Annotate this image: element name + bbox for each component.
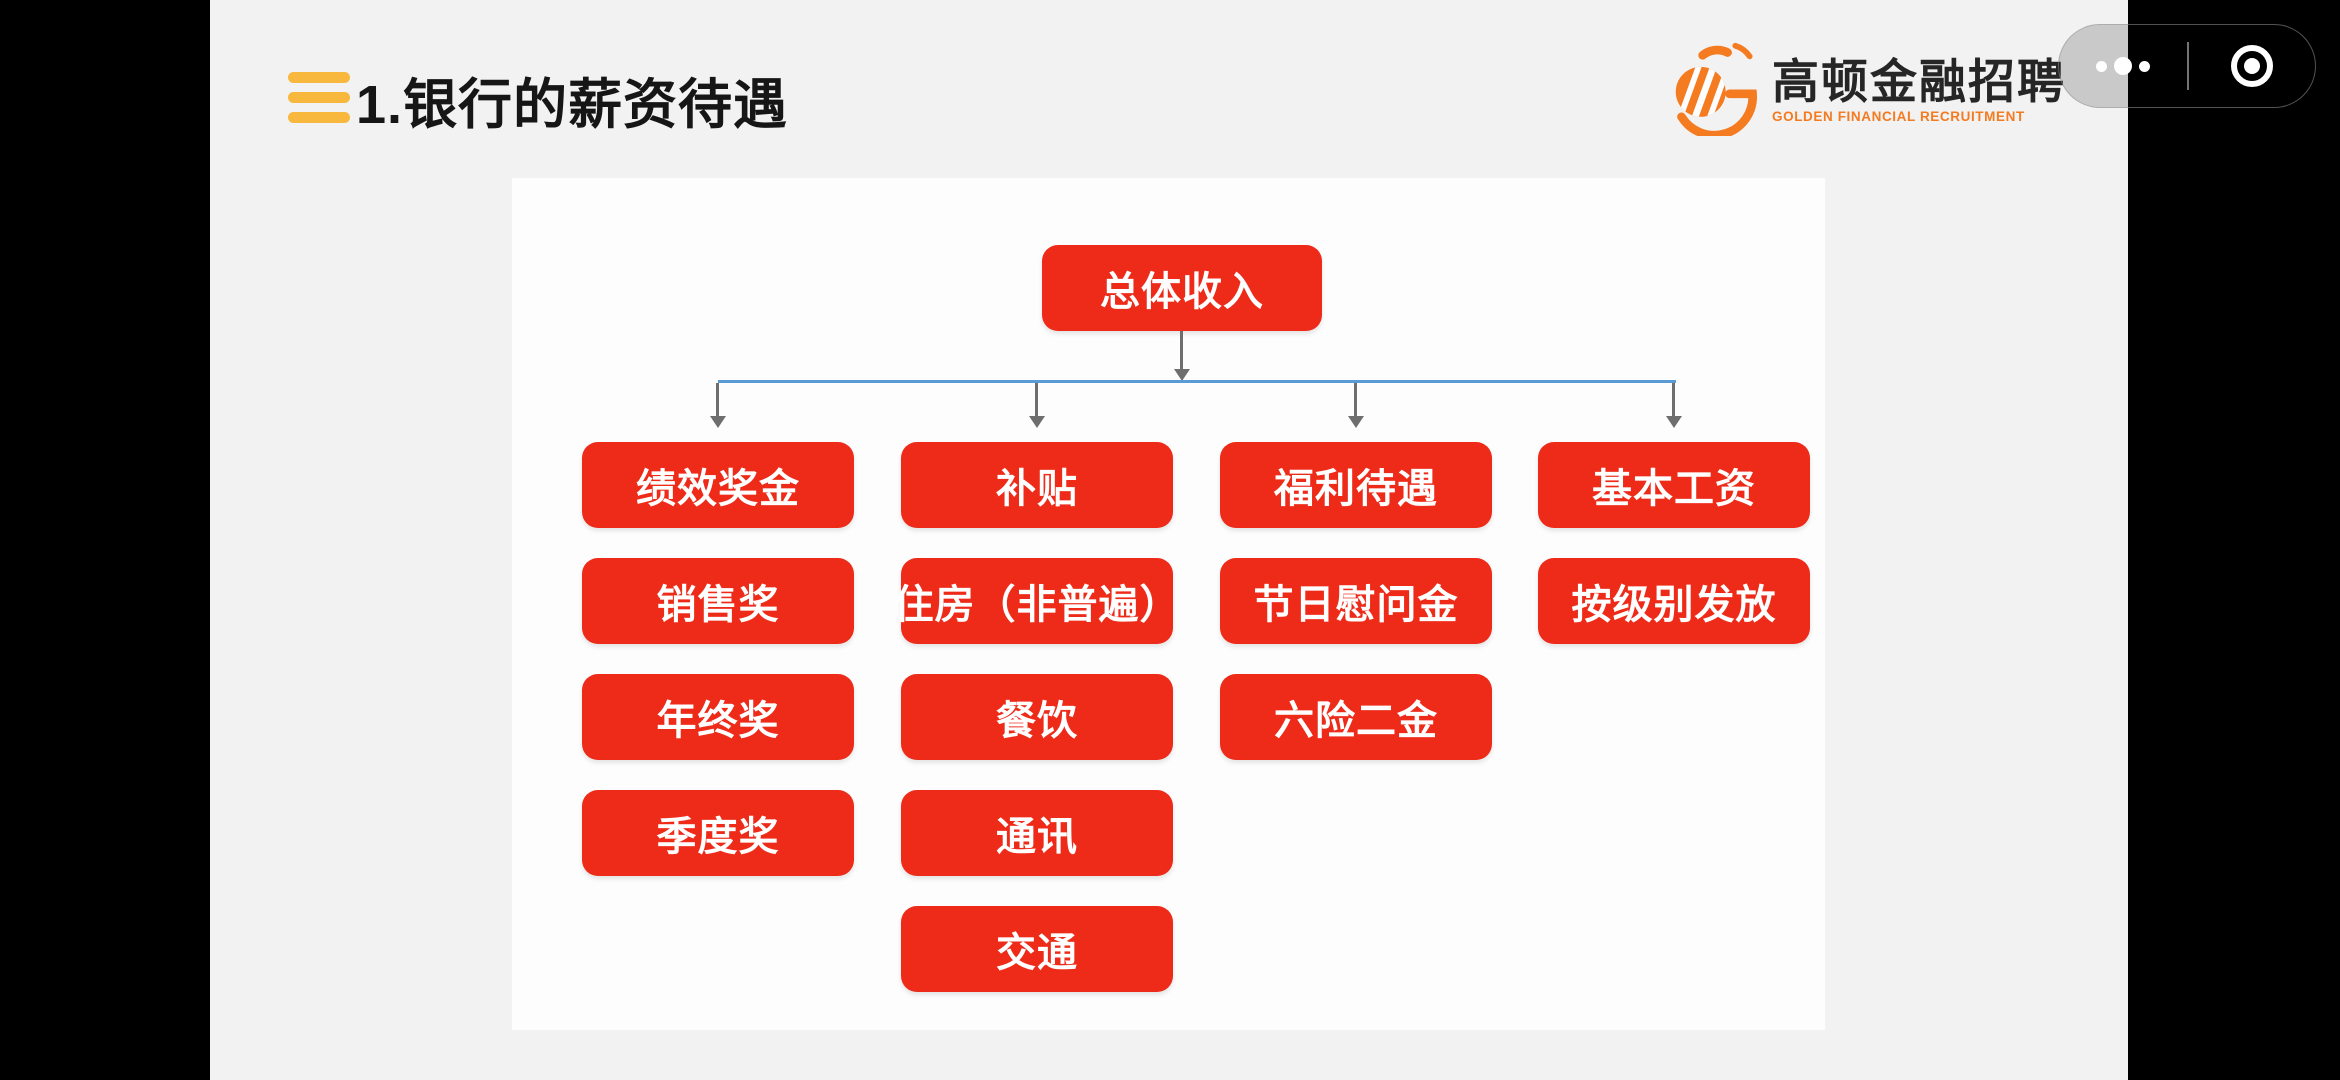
org-node: 六险二金 [1220, 674, 1492, 760]
more-dot-icon [2096, 60, 2107, 72]
org-node: 交通 [901, 906, 1173, 992]
page-title: 1.银行的薪资待遇 [356, 75, 789, 135]
slide-panel: 总体收入 绩效奖金 销售奖 年终奖 季度奖 补贴 住房（非普遍） 餐饮 通讯 交… [512, 178, 1825, 1030]
org-node: 通讯 [901, 790, 1173, 876]
connector-drop-arrow-icon [1348, 416, 1364, 428]
connector-horizontal-line [718, 380, 1676, 383]
org-node: 绩效奖金 [582, 442, 854, 528]
miniprogram-capsule [2058, 24, 2316, 108]
org-node: 餐饮 [901, 674, 1173, 760]
org-node: 基本工资 [1538, 442, 1810, 528]
circle-dot-core [2244, 58, 2260, 74]
org-node-root: 总体收入 [1042, 245, 1322, 331]
globe-g-logo-icon [1675, 42, 1757, 136]
connector-drop-line [1672, 383, 1675, 416]
capsule-divider [2187, 42, 2189, 90]
org-node: 年终奖 [582, 674, 854, 760]
org-node: 节日慰问金 [1220, 558, 1492, 644]
app-screen: 1.银行的薪资待遇 高顿金融招聘 GOLDEN FINANCIAL RECRUI… [210, 0, 2128, 1080]
hamburger-bar [288, 72, 350, 83]
connector-drop-line [1354, 383, 1357, 416]
circle-dot-icon [2231, 45, 2273, 87]
org-node: 销售奖 [582, 558, 854, 644]
org-node: 按级别发放 [1538, 558, 1810, 644]
hamburger-bar [288, 92, 350, 103]
org-node: 福利待遇 [1220, 442, 1492, 528]
org-node: 住房（非普遍） [894, 558, 1180, 644]
connector-stem-arrow-icon [1174, 369, 1190, 381]
brand-name-en: GOLDEN FINANCIAL RECRUITMENT [1772, 109, 2025, 124]
org-node: 补贴 [901, 442, 1173, 528]
more-dot-icon [2114, 57, 2132, 75]
hamburger-bar [288, 112, 350, 123]
brand-name-cn: 高顿金融招聘 [1772, 55, 2066, 108]
connector-drop-arrow-icon [710, 416, 726, 428]
connector-drop-arrow-icon [1029, 416, 1045, 428]
org-node: 季度奖 [582, 790, 854, 876]
more-dot-icon [2139, 60, 2150, 72]
connector-stem-line [1180, 331, 1183, 369]
brand-logo: 高顿金融招聘 GOLDEN FINANCIAL RECRUITMENT [1670, 40, 2066, 136]
brand-logo-text: 高顿金融招聘 GOLDEN FINANCIAL RECRUITMENT [1772, 58, 2066, 124]
hamburger-menu-icon[interactable] [288, 72, 350, 123]
connector-drop-line [716, 383, 719, 416]
connector-drop-line [1035, 383, 1038, 416]
exit-miniprogram-button[interactable] [2189, 25, 2315, 107]
connector-drop-arrow-icon [1666, 416, 1682, 428]
more-options-button[interactable] [2059, 25, 2187, 107]
